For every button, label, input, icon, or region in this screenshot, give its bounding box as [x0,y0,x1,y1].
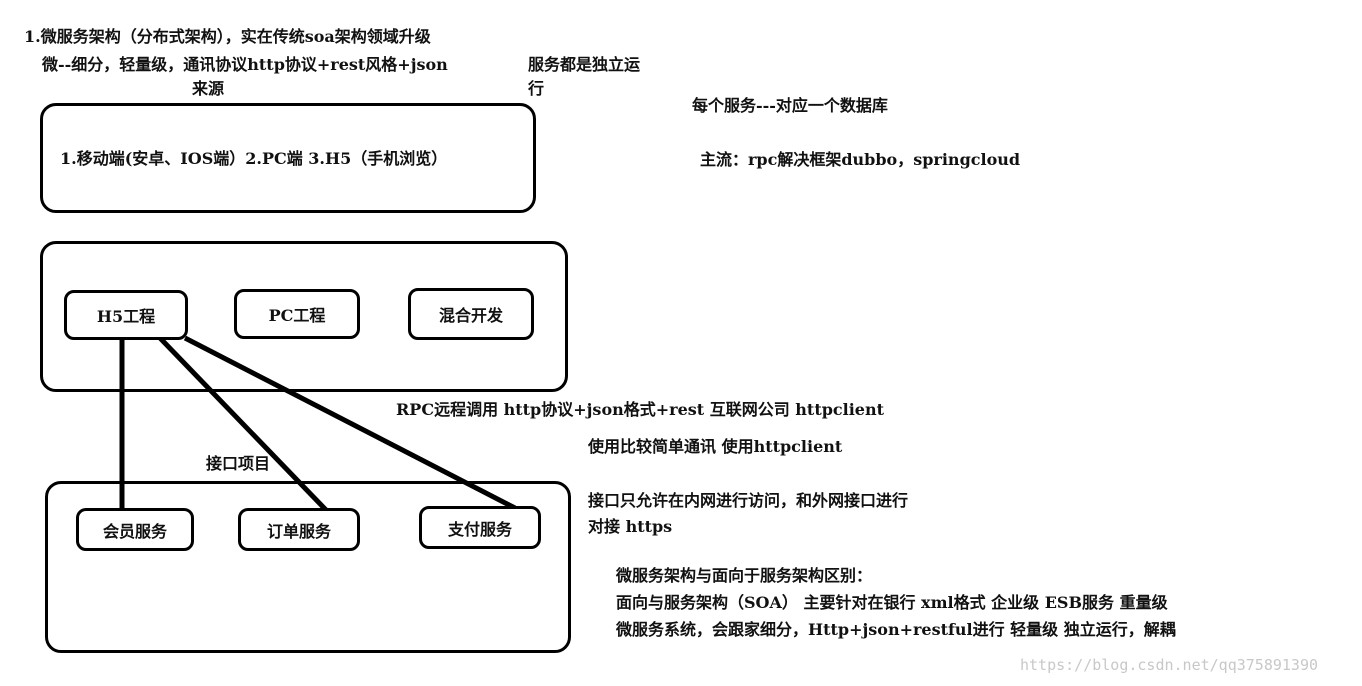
micro-definition-line1: 微--细分，轻量级，通讯协议http协议+rest风格+json [42,55,448,74]
difference-soa: 面向与服务架构（SOA） 主要针对在银行 xml格式 企业级 ESB服务 重量级 [616,593,1168,612]
difference-microservice: 微服务系统，会跟家细分，Http+json+restful进行 轻量级 独立运行… [616,620,1176,639]
watermark-text: https://blog.csdn.net/qq375891390 [1020,656,1319,674]
clients-box [40,103,536,213]
intranet-note-line2: 对接 https [588,517,673,536]
httpclient-note: 使用比较简单通讯 使用httpclient [588,437,843,456]
independent-note-line1: 服务都是独立运 [528,55,641,74]
rpc-note: RPC远程调用 http协议+json格式+rest 互联网公司 httpcli… [396,400,885,419]
pc-project-node: PC工程 [234,289,360,339]
independent-note-line2: 行 [528,79,545,98]
difference-title: 微服务架构与面向于服务架构区别： [616,566,873,585]
projects-box [40,241,568,392]
interface-project-label: 接口项目 [206,454,271,473]
h5-project-node: H5工程 [64,290,188,340]
clients-text: 1.移动端(安卓、IOS端）2.PC端 3.H5（手机浏览） [60,149,448,168]
database-note: 每个服务---对应一个数据库 [692,96,888,115]
hybrid-project-node: 混合开发 [408,288,534,340]
line-h5-payment [183,335,517,511]
diagram-title: 1.微服务架构（分布式架构），实在传统soa架构领域升级 [24,27,431,46]
payment-service-node: 支付服务 [419,506,541,549]
intranet-note-line1: 接口只允许在内网进行访问，和外网接口进行 [588,491,909,510]
member-service-node: 会员服务 [76,508,194,551]
micro-definition-line2: 来源 [192,79,225,98]
services-box [45,481,571,653]
order-service-node: 订单服务 [238,508,360,551]
mainstream-note: 主流：rpc解决框架dubbo，springcloud [700,150,1021,169]
